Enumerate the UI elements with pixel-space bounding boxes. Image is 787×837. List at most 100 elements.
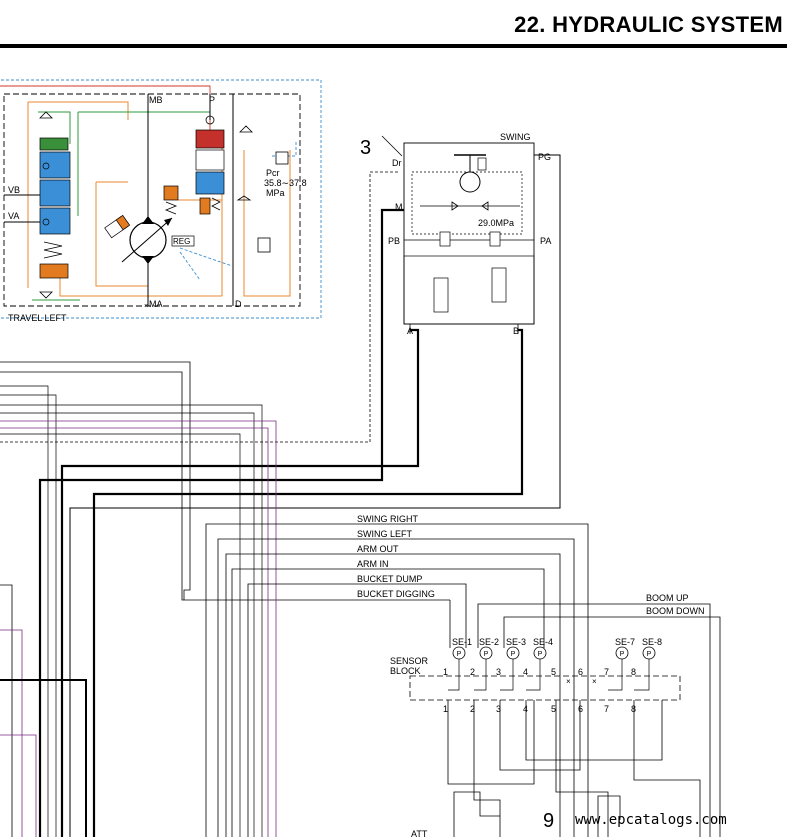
- orange-line-g: [243, 150, 291, 297]
- label-swing-right: SWING RIGHT: [357, 514, 418, 524]
- relief-pressure: 29.0MPa: [478, 218, 514, 228]
- drop-line-e: [0, 433, 241, 837]
- callout-9: 9: [543, 810, 554, 832]
- port-top-4: 4: [523, 667, 528, 677]
- purple-line-d: [0, 734, 37, 837]
- swing-main-line-b: [60, 328, 420, 837]
- swing-motor-housing: [403, 142, 535, 325]
- pilot-boom-down: [503, 616, 721, 837]
- pilot-line-labels: SWING RIGHT SWING LEFT ARM OUT ARM IN BU…: [357, 514, 705, 616]
- sensor-block-label-2: BLOCK: [390, 666, 421, 676]
- sensor-out-line-h: [597, 795, 621, 837]
- sensor-se-3: SE-3: [506, 637, 526, 647]
- travel-line-a: [0, 361, 191, 600]
- port-p-label: P: [209, 95, 215, 105]
- drop-line-d: [0, 412, 255, 837]
- port-top-6: 6: [578, 667, 583, 677]
- swing-main-line-a: [38, 208, 404, 837]
- port-top-7: 7: [604, 667, 609, 677]
- callout-3-leader: [381, 135, 403, 157]
- pg-pilot-line: [69, 154, 561, 837]
- check-ball-icon: [42, 162, 50, 170]
- sensor-block: SENSOR BLOCK SE-1 SE-2 SE-3 SE-4 SE-7 SE…: [390, 637, 662, 714]
- drain-boundary: [0, 79, 322, 319]
- port-pg-label: PG: [538, 152, 551, 162]
- port-bottom-8: 8: [631, 704, 636, 714]
- label-arm-out: ARM OUT: [357, 544, 399, 554]
- purple-line-b: [0, 427, 269, 837]
- sensor-se-1: SE-1: [452, 637, 472, 647]
- port-top-1: 1: [443, 667, 448, 677]
- drop-line-a: [0, 385, 49, 837]
- sensor-out-line-b: [473, 700, 501, 837]
- valve-green-cap: [39, 137, 69, 151]
- swing-motor-section: 3 SWING Dr PG M PB PA 29.0MPa A B: [360, 132, 551, 336]
- valve-blue-middle: [39, 179, 71, 207]
- pilot-arm-out: [225, 553, 561, 837]
- port-top-5: 5: [551, 667, 556, 677]
- motor-port-triangle-2: [142, 256, 154, 264]
- sensor-out-line-g: [453, 791, 500, 837]
- pilot-bucket-dump: [247, 583, 467, 837]
- sensor-out-line-a: [447, 700, 535, 785]
- port-b-label: B: [513, 326, 519, 336]
- port-top-8: 8: [631, 667, 636, 677]
- relief-valve-right: [489, 231, 501, 247]
- orange-line-e: [59, 270, 222, 297]
- port-mb-label: MB: [149, 95, 163, 105]
- red-pilot-line: [0, 85, 211, 130]
- port-m-label: M: [395, 202, 403, 212]
- port-bottom-3: 3: [496, 704, 501, 714]
- counterbalance-valve: [39, 137, 71, 279]
- check-valve-icon-3: [239, 125, 253, 133]
- sensor-tap-8: [634, 659, 650, 691]
- port-vb-label: VB: [8, 185, 20, 195]
- orange-line-a: [28, 101, 129, 120]
- check-mark-6: ×: [566, 677, 571, 686]
- drain-line-a: [179, 247, 233, 267]
- watermark: www.epcatalogs.com: [575, 812, 727, 828]
- travel-left-caption: TRAVEL LEFT: [8, 313, 67, 323]
- label-bucket-digging: BUCKET DIGGING: [357, 589, 435, 599]
- travel-motor-section: × MB P VB VA MA D REG Pcr 35.8∼37.8 MPa …: [0, 79, 322, 323]
- swing-title: SWING: [500, 132, 531, 142]
- page-title: 22. HYDRAULIC SYSTEM: [514, 12, 783, 37]
- check-ball-icon-2: [42, 218, 50, 226]
- sensor-tap-7: [608, 659, 623, 691]
- label-swing-left: SWING LEFT: [357, 529, 413, 539]
- purple-line-c: [0, 629, 23, 837]
- att-label: ATT: [411, 829, 428, 837]
- check-valve-icon: [39, 111, 53, 119]
- brake-piston-orange: [115, 214, 131, 231]
- sensor-se-8: SE-8: [642, 637, 662, 647]
- port-d-label: D: [235, 299, 242, 309]
- check-valve-icon-2: [39, 291, 53, 299]
- orange-line-c: [95, 182, 148, 287]
- pcr-unit: MPa: [266, 188, 285, 198]
- makeup-check-icon: [451, 201, 459, 211]
- two-speed-valve: [195, 115, 225, 215]
- callout-3: 3: [360, 137, 371, 159]
- pilot-arm-in: [231, 568, 545, 837]
- check-mark-7: ×: [592, 677, 597, 686]
- sensor-out-line-c: [499, 700, 581, 771]
- brake-release-valve-2: [491, 267, 507, 303]
- swing-motor-icon: [459, 171, 481, 193]
- valve-orange-cap: [39, 263, 69, 279]
- sensor-tap-4: [526, 659, 541, 691]
- pcr-valve: [275, 151, 289, 165]
- valve-blue-upper: [39, 151, 71, 179]
- left-edge-line-a: [0, 584, 13, 837]
- port-bottom-7: 7: [604, 704, 609, 714]
- port-pa-label: PA: [540, 236, 551, 246]
- valve-blue-section: [195, 171, 225, 195]
- valve-blue-lower: [39, 207, 71, 235]
- port-bottom-2: 2: [470, 704, 475, 714]
- brake-release-valve: [433, 277, 449, 313]
- sensor-tap-2: [474, 659, 487, 691]
- sensor-block-box: [409, 675, 681, 701]
- sensor-p-7: P: [620, 651, 625, 658]
- swing-motor-inner: [411, 171, 523, 235]
- arrow-head-icon: [164, 218, 172, 226]
- drain-line-b: [179, 251, 201, 281]
